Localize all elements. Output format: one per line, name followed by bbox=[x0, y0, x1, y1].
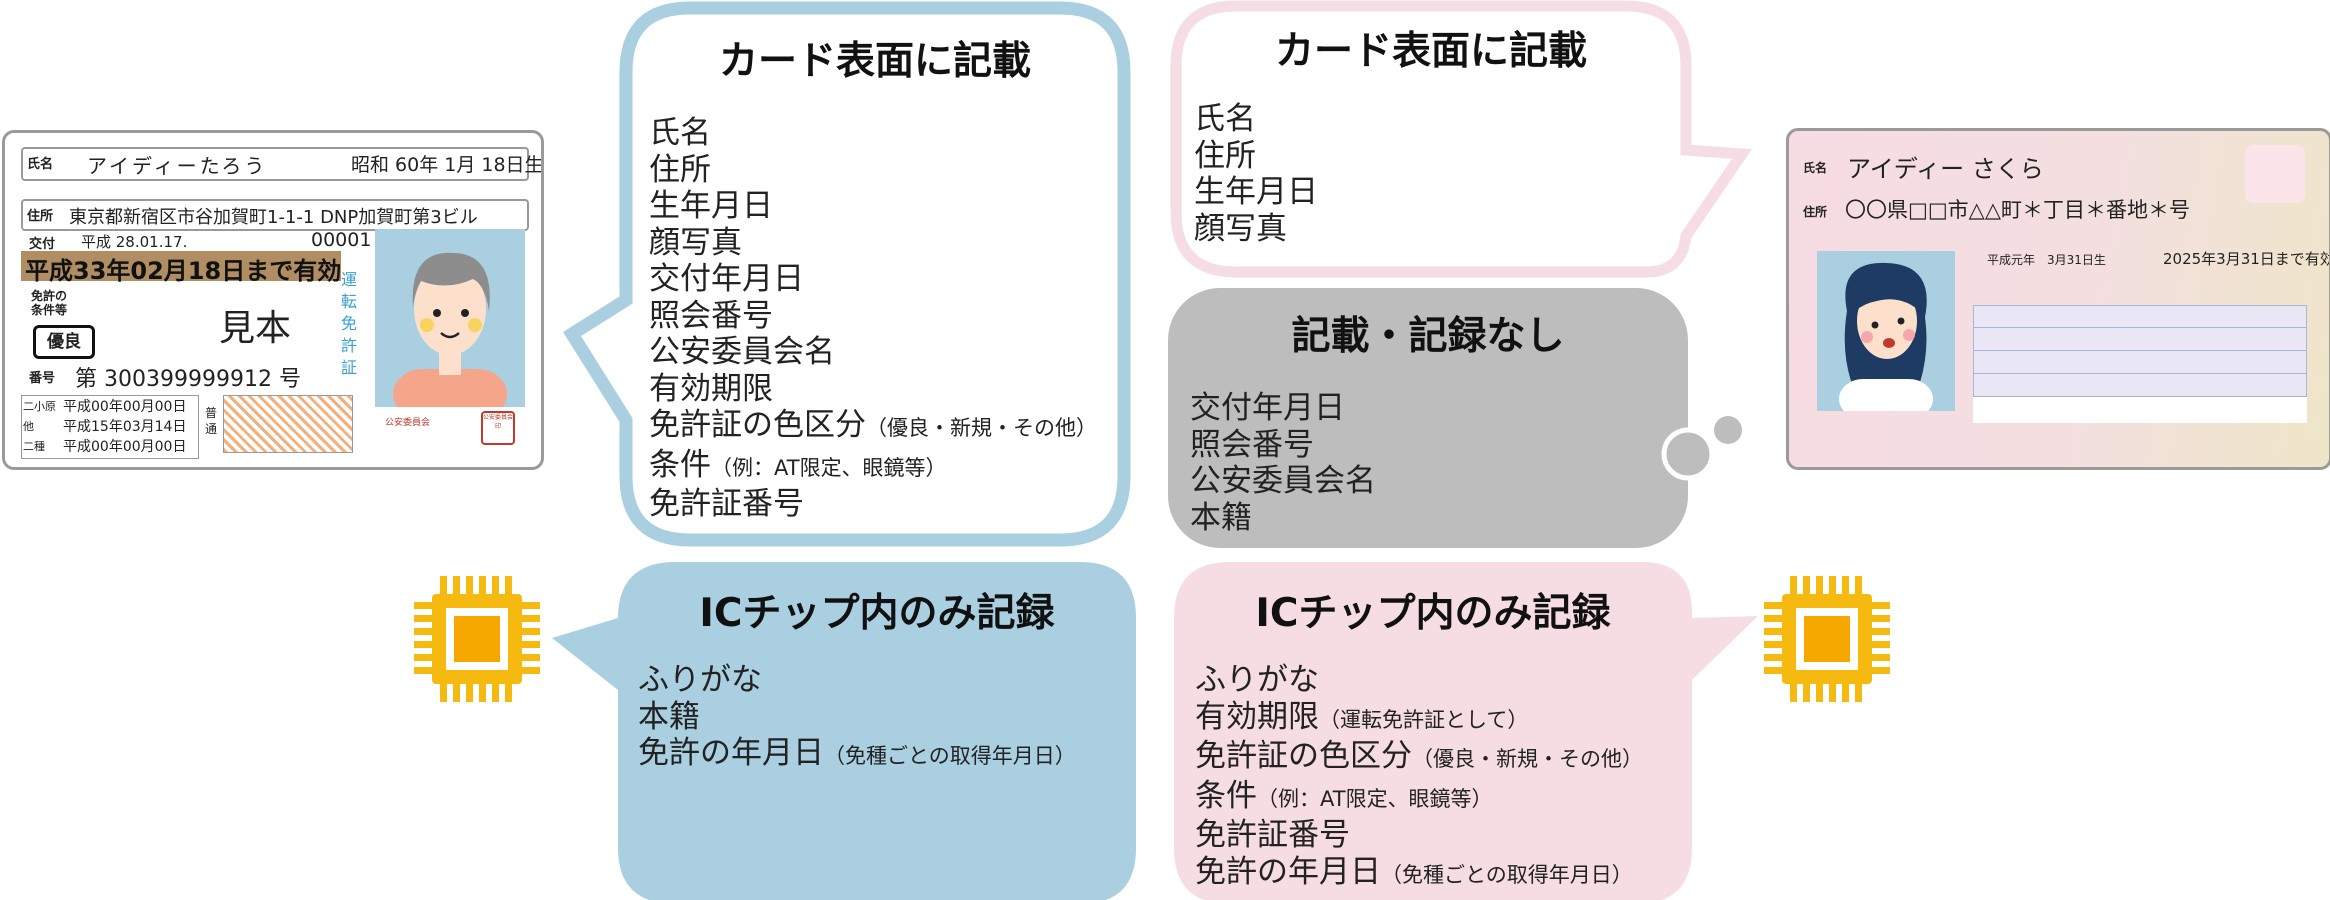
bubble-gray-list: 交付年月日 照会番号 公安委員会名 本籍 bbox=[1190, 390, 1376, 536]
mynumber-address: 〇〇県□□市△△町＊丁目＊番地＊号 bbox=[1845, 198, 2190, 222]
license-card: 氏名 アイディーたろう 昭和 60年 1月 18日生 住所 東京都新宿区市谷加賀… bbox=[2, 130, 544, 470]
list-item: 本籍 bbox=[638, 698, 700, 735]
license-class-pattern bbox=[223, 395, 353, 453]
mynumber-name: アイディー さくら bbox=[1847, 155, 2044, 183]
list-item: 免許証番号 bbox=[649, 486, 804, 522]
bubble-blue-top-list: 氏名 住所 生年月日 顔写真 交付年月日 照会番号 公安委員会名 有効期限 免許… bbox=[649, 115, 1097, 523]
license-expiry: 平成33年02月18日まで有効 bbox=[25, 257, 342, 285]
girl-portrait-icon bbox=[1839, 262, 1933, 411]
list-item: 住所 bbox=[1194, 137, 1256, 174]
license-name: アイディーたろう bbox=[87, 154, 268, 178]
bubble-pink-bottom-list: ふりがな 有効期限（運転免許証として） 免許証の色区分（優良・新規・その他） 条… bbox=[1195, 662, 1643, 893]
list-item: 交付年月日 bbox=[1190, 390, 1345, 426]
list-item: 公安委員会名 bbox=[649, 334, 835, 370]
mynumber-chip-area bbox=[2245, 145, 2305, 203]
mynumber-address-label: 住所 bbox=[1803, 205, 1828, 219]
list-item: 生年月日 bbox=[649, 188, 773, 224]
ic-chip-icon bbox=[1764, 576, 1890, 702]
mynumber-card: 氏名 アイディー さくら 住所 〇〇県□□市△△町＊丁目＊番地＊号 平成元年 3… bbox=[1786, 128, 2330, 470]
license-address-label: 住所 bbox=[27, 209, 54, 224]
license-name-row bbox=[21, 147, 529, 181]
list-item: 生年月日 bbox=[1194, 174, 1318, 210]
list-item: 免許の年月日（免種ごとの取得年月日） bbox=[638, 735, 1076, 771]
license-seal: 公安委員会印 bbox=[481, 411, 515, 445]
license-address-row bbox=[21, 199, 529, 231]
list-item: 条件（例：AT限定、眼鏡等） bbox=[1195, 777, 1493, 814]
license-date-table bbox=[21, 395, 199, 459]
bubble-pink-top-outline bbox=[1170, 0, 1752, 278]
boy-portrait-icon bbox=[393, 252, 507, 407]
mynumber-info-grid bbox=[1973, 305, 2307, 423]
list-item: ふりがな bbox=[638, 662, 762, 698]
license-name-label: 氏名 bbox=[27, 157, 54, 172]
license-condition-label: 免許の条件等 bbox=[31, 289, 68, 317]
list-item: ふりがな bbox=[1195, 662, 1319, 698]
mynumber-name-label: 氏名 bbox=[1803, 161, 1828, 175]
bubble-gray-body bbox=[1168, 288, 1688, 548]
mynumber-birth: 平成元年 3月31日生 bbox=[1987, 253, 2106, 267]
list-item: 有効期限（運転免許証として） bbox=[1195, 698, 1529, 735]
license-address: 東京都新宿区市谷加賀町1-1-1 DNP加賀町第3ビル bbox=[69, 207, 478, 228]
license-expiry-band bbox=[21, 251, 341, 281]
license-issue-date: 平成 28.01.17. bbox=[81, 233, 188, 251]
license-issue-label: 交付 bbox=[29, 237, 56, 252]
license-number-label: 番号 bbox=[29, 371, 56, 386]
bubble-pink-top: カード表面に記載 氏名 住所 生年月日 顔写真 bbox=[1176, 6, 1686, 272]
bubble-blue-bottom-fill bbox=[552, 562, 1136, 900]
list-item: 本籍 bbox=[1190, 499, 1252, 536]
bubble-gray: 記載・記録なし 交付年月日 照会番号 公安委員会名 本籍 bbox=[1168, 288, 1688, 548]
list-item: 条件（例：AT限定、眼鏡等） bbox=[649, 446, 947, 483]
ic-chip-icon bbox=[414, 576, 540, 702]
bubble-blue-bottom-title: ICチップ内のみ記録 bbox=[699, 591, 1055, 636]
bubble-blue-top-title: カード表面に記載 bbox=[718, 39, 1031, 84]
list-item: 公安委員会名 bbox=[1190, 463, 1376, 499]
list-item: 免許証の色区分（優良・新規・その他） bbox=[649, 407, 1097, 443]
license-date-labels: 二小原 他 二種 bbox=[23, 400, 56, 453]
list-item: 免許の年月日（免種ごとの取得年月日） bbox=[1195, 853, 1633, 890]
list-item: 有効期限 bbox=[649, 370, 773, 407]
list-item: 顔写真 bbox=[649, 224, 742, 261]
bubble-blue-bottom-list: ふりがな 本籍 免許の年月日（免種ごとの取得年月日） bbox=[638, 662, 1076, 775]
license-birth: 昭和 60年 1月 18日生 bbox=[351, 154, 544, 176]
license-date-values: 平成00年00月00日 平成15年03月14日 平成00年00月00日 bbox=[63, 399, 187, 455]
license-photo bbox=[375, 229, 525, 407]
bubble-gray-title: 記載・記録なし bbox=[1291, 314, 1565, 359]
list-item: 照会番号 bbox=[1190, 426, 1314, 463]
bubble-pink-top-list: 氏名 住所 生年月日 顔写真 bbox=[1194, 101, 1318, 247]
list-item: 照会番号 bbox=[649, 297, 773, 334]
list-item: 交付年月日 bbox=[649, 261, 804, 297]
list-item: 顔写真 bbox=[1194, 210, 1287, 247]
list-item: 氏名 bbox=[649, 115, 711, 151]
bubble-blue-top-outline bbox=[563, 1, 1131, 547]
thought-dot-large bbox=[1661, 427, 1715, 481]
bubble-pink-bottom-fill bbox=[1174, 562, 1758, 900]
list-item: 住所 bbox=[649, 151, 711, 188]
license-number: 第 300399999912 号 bbox=[75, 367, 301, 392]
license-issue-number: 00001 bbox=[311, 229, 372, 251]
license-sample-mark: 見本 bbox=[219, 308, 292, 349]
list-item: 氏名 bbox=[1194, 101, 1256, 137]
bubble-pink-bottom-title: ICチップ内のみ記録 bbox=[1255, 591, 1611, 636]
thought-dot-small bbox=[1714, 416, 1742, 444]
list-item: 免許証番号 bbox=[1195, 817, 1350, 853]
bubble-blue-top: カード表面に記載 氏名 住所 生年月日 顔写真 交付年月日 照会番号 公安委員会… bbox=[626, 8, 1124, 540]
bubble-pink-bottom: ICチップ内のみ記録 ふりがな 有効期限（運転免許証として） 免許証の色区分（優… bbox=[1174, 562, 1692, 898]
license-badge: 優良 bbox=[33, 325, 95, 359]
list-item: 免許証の色区分（優良・新規・その他） bbox=[1195, 738, 1643, 774]
license-class-label: 普通 bbox=[205, 406, 218, 436]
license-side-label: 運転免許証 bbox=[341, 270, 358, 377]
bubble-pink-top-title: カード表面に記載 bbox=[1274, 29, 1587, 74]
bubble-blue-bottom: ICチップ内のみ記録 ふりがな 本籍 免許の年月日（免種ごとの取得年月日） bbox=[618, 562, 1136, 898]
license-authority: 公安委員会 bbox=[385, 418, 431, 428]
mynumber-valid: 2025年3月31日まで有効 bbox=[2163, 250, 2330, 268]
mynumber-photo bbox=[1817, 251, 1955, 411]
